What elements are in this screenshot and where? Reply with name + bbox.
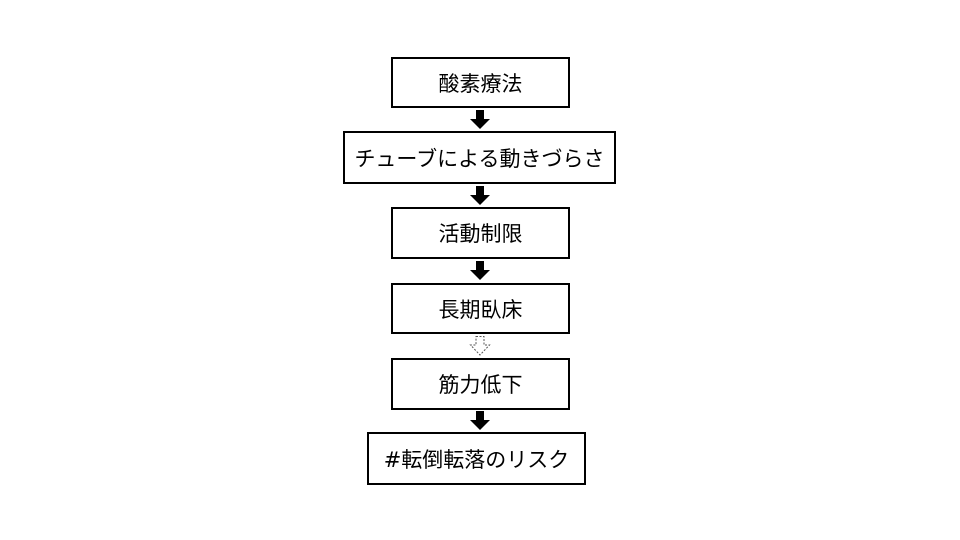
- arrow-down-icon: [470, 411, 490, 430]
- step-tube-restriction: チューブによる動きづらさ: [343, 131, 616, 184]
- step-fall-risk: #転倒転落のリスク: [367, 432, 586, 485]
- step-label: 活動制限: [438, 222, 523, 246]
- arrow-down-icon: [470, 186, 490, 205]
- step-label: チューブによる動きづらさ: [354, 146, 605, 171]
- step-muscle-weakness: 筋力低下: [391, 358, 570, 410]
- step-prolonged-bed-rest: 長期臥床: [391, 283, 570, 334]
- step-label: 筋力低下: [438, 373, 523, 397]
- step-oxygen-therapy: 酸素療法: [391, 57, 570, 108]
- step-label: 長期臥床: [438, 297, 523, 322]
- dashed-arrow-down-icon: [469, 336, 491, 356]
- step-label: 酸素療法: [438, 71, 523, 96]
- arrow-down-icon: [470, 110, 490, 129]
- step-activity-limitation: 活動制限: [391, 207, 570, 259]
- step-label: #転倒転落のリスク: [383, 447, 570, 472]
- arrow-down-icon: [470, 261, 490, 280]
